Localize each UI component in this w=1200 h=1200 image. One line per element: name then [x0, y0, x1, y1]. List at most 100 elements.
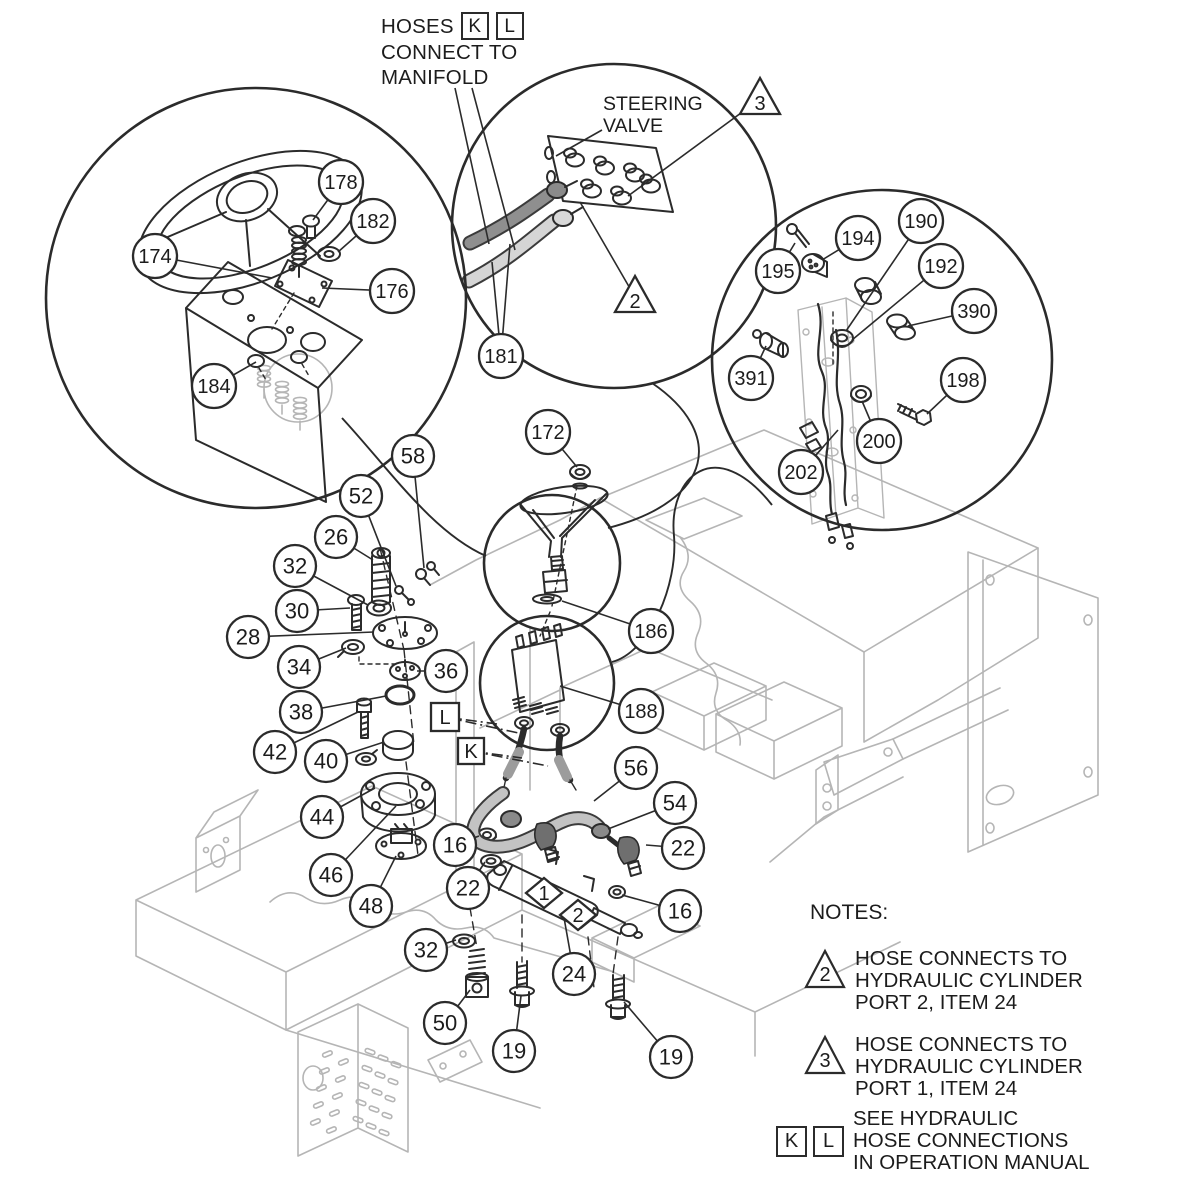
hoses-label-line3: MANIFOLD: [381, 66, 489, 89]
vent-slots-and-spring-studs: [256, 364, 402, 1137]
callout-40: 40: [303, 738, 385, 784]
note-tag-k: K: [776, 1126, 807, 1157]
note-tag-l: L: [813, 1126, 844, 1157]
valve-detail-circle: [478, 614, 616, 752]
label-leader-lines: [454, 87, 603, 251]
callout-181: 181: [477, 243, 525, 380]
callout-16: 16: [432, 822, 480, 868]
note-line: HYDRAULIC CYLINDER: [855, 1054, 1083, 1078]
steering-wheel-detail-parts: [137, 149, 363, 503]
svg-text:390: 390: [957, 301, 990, 323]
steering-valve-label-line1: STEERING: [603, 93, 703, 115]
callout-202: 202: [777, 429, 839, 496]
hoses-label-text: HOSES: [381, 14, 454, 38]
svg-text:32: 32: [414, 938, 438, 963]
svg-text:2: 2: [629, 291, 640, 313]
note-item-hose-connections: K L SEE HYDRAULIC HOSE CONNECTIONS IN OP…: [774, 1108, 1090, 1173]
callout-28: 28: [225, 614, 375, 660]
svg-text:44: 44: [310, 805, 334, 830]
svg-text:16: 16: [668, 899, 692, 924]
svg-text:195: 195: [761, 261, 794, 283]
svg-text:181: 181: [484, 346, 517, 368]
svg-text:172: 172: [531, 422, 564, 444]
square-callout-K: K: [456, 736, 549, 767]
note-item-port1: 3 HOSE CONNECTS TO HYDRAULIC CYLINDER PO…: [776, 1034, 1083, 1099]
callout-34: 34: [276, 644, 347, 690]
manifold-fittings: [544, 146, 661, 206]
svg-text:22: 22: [456, 876, 480, 901]
notes-heading: NOTES:: [810, 901, 889, 924]
callout-184: 184: [190, 361, 257, 410]
svg-text:54: 54: [663, 791, 687, 816]
svg-text:42: 42: [263, 740, 287, 765]
svg-text:3: 3: [819, 1050, 830, 1072]
callout-182: 182: [337, 197, 397, 253]
svg-text:3: 3: [754, 93, 765, 115]
svg-text:26: 26: [324, 525, 348, 550]
svg-text:56: 56: [624, 756, 648, 781]
note-line: SEE HYDRAULIC: [853, 1107, 1019, 1130]
callout-172: 172: [524, 408, 578, 468]
svg-text:182: 182: [356, 211, 389, 233]
triangle-flag-2: 2: [804, 948, 846, 989]
callout-56: 56: [593, 745, 659, 802]
svg-text:28: 28: [236, 625, 260, 650]
svg-text:22: 22: [671, 836, 695, 861]
svg-text:202: 202: [784, 462, 817, 484]
callout-46: 46: [308, 805, 397, 898]
cylinder-and-hose-parts: [466, 786, 643, 939]
svg-text:K: K: [464, 741, 478, 763]
svg-text:58: 58: [401, 444, 425, 469]
svg-text:32: 32: [283, 554, 307, 579]
svg-text:46: 46: [319, 863, 343, 888]
callout-186: 186: [561, 600, 675, 655]
note-item-port2: 2 HOSE CONNECTS TO HYDRAULIC CYLINDER PO…: [776, 948, 1083, 1013]
callout-200: 200: [855, 400, 903, 465]
hoses-connect-note: HOSES K L CONNECT TO MANIFOLD: [381, 12, 524, 90]
note-line: HOSE CONNECTIONS: [853, 1128, 1069, 1152]
callout-48: 48: [348, 855, 397, 929]
callout-390: 390: [907, 287, 998, 335]
callout-36: 36: [417, 648, 469, 694]
svg-text:36: 36: [434, 659, 458, 684]
svg-text:186: 186: [634, 621, 667, 643]
callout-19: 19: [491, 995, 537, 1074]
callout-174: 174: [131, 232, 273, 280]
svg-text:2: 2: [572, 905, 583, 927]
callout-32: 32: [403, 927, 457, 973]
svg-text:192: 192: [924, 256, 957, 278]
callout-22: 22: [645, 825, 706, 871]
callout-16: 16: [621, 888, 703, 934]
svg-text:198: 198: [946, 370, 979, 392]
svg-text:2: 2: [819, 964, 830, 986]
callout-32: 32: [272, 543, 369, 606]
svg-text:178: 178: [324, 172, 357, 194]
callout-176: 176: [321, 267, 416, 315]
svg-text:391: 391: [734, 368, 767, 390]
callout-24: 24: [551, 911, 597, 997]
svg-text:174: 174: [138, 246, 171, 268]
svg-text:184: 184: [197, 376, 230, 398]
callout-52: 52: [338, 473, 397, 587]
svg-text:24: 24: [562, 962, 586, 987]
callout-54: 54: [607, 780, 698, 830]
console-side-detail-circle: [710, 188, 1054, 532]
svg-text:19: 19: [502, 1039, 526, 1064]
square-callout-L: L: [429, 701, 524, 735]
triangle-flag-3: 3: [804, 1034, 846, 1075]
column-detail-circle: [482, 493, 622, 633]
callout-38: 38: [278, 689, 387, 735]
svg-text:190: 190: [904, 211, 937, 233]
svg-text:48: 48: [359, 894, 383, 919]
callout-190: 190: [845, 197, 945, 332]
svg-text:200: 200: [862, 431, 895, 453]
steering-valve-label: STEERING VALVE: [603, 93, 703, 137]
detail-view-circles: [44, 62, 1054, 752]
steering-wheel-detail-circle: [44, 86, 468, 510]
callout-50: 50: [422, 989, 471, 1046]
svg-text:176: 176: [375, 281, 408, 303]
svg-text:52: 52: [349, 484, 373, 509]
svg-text:16: 16: [443, 833, 467, 858]
